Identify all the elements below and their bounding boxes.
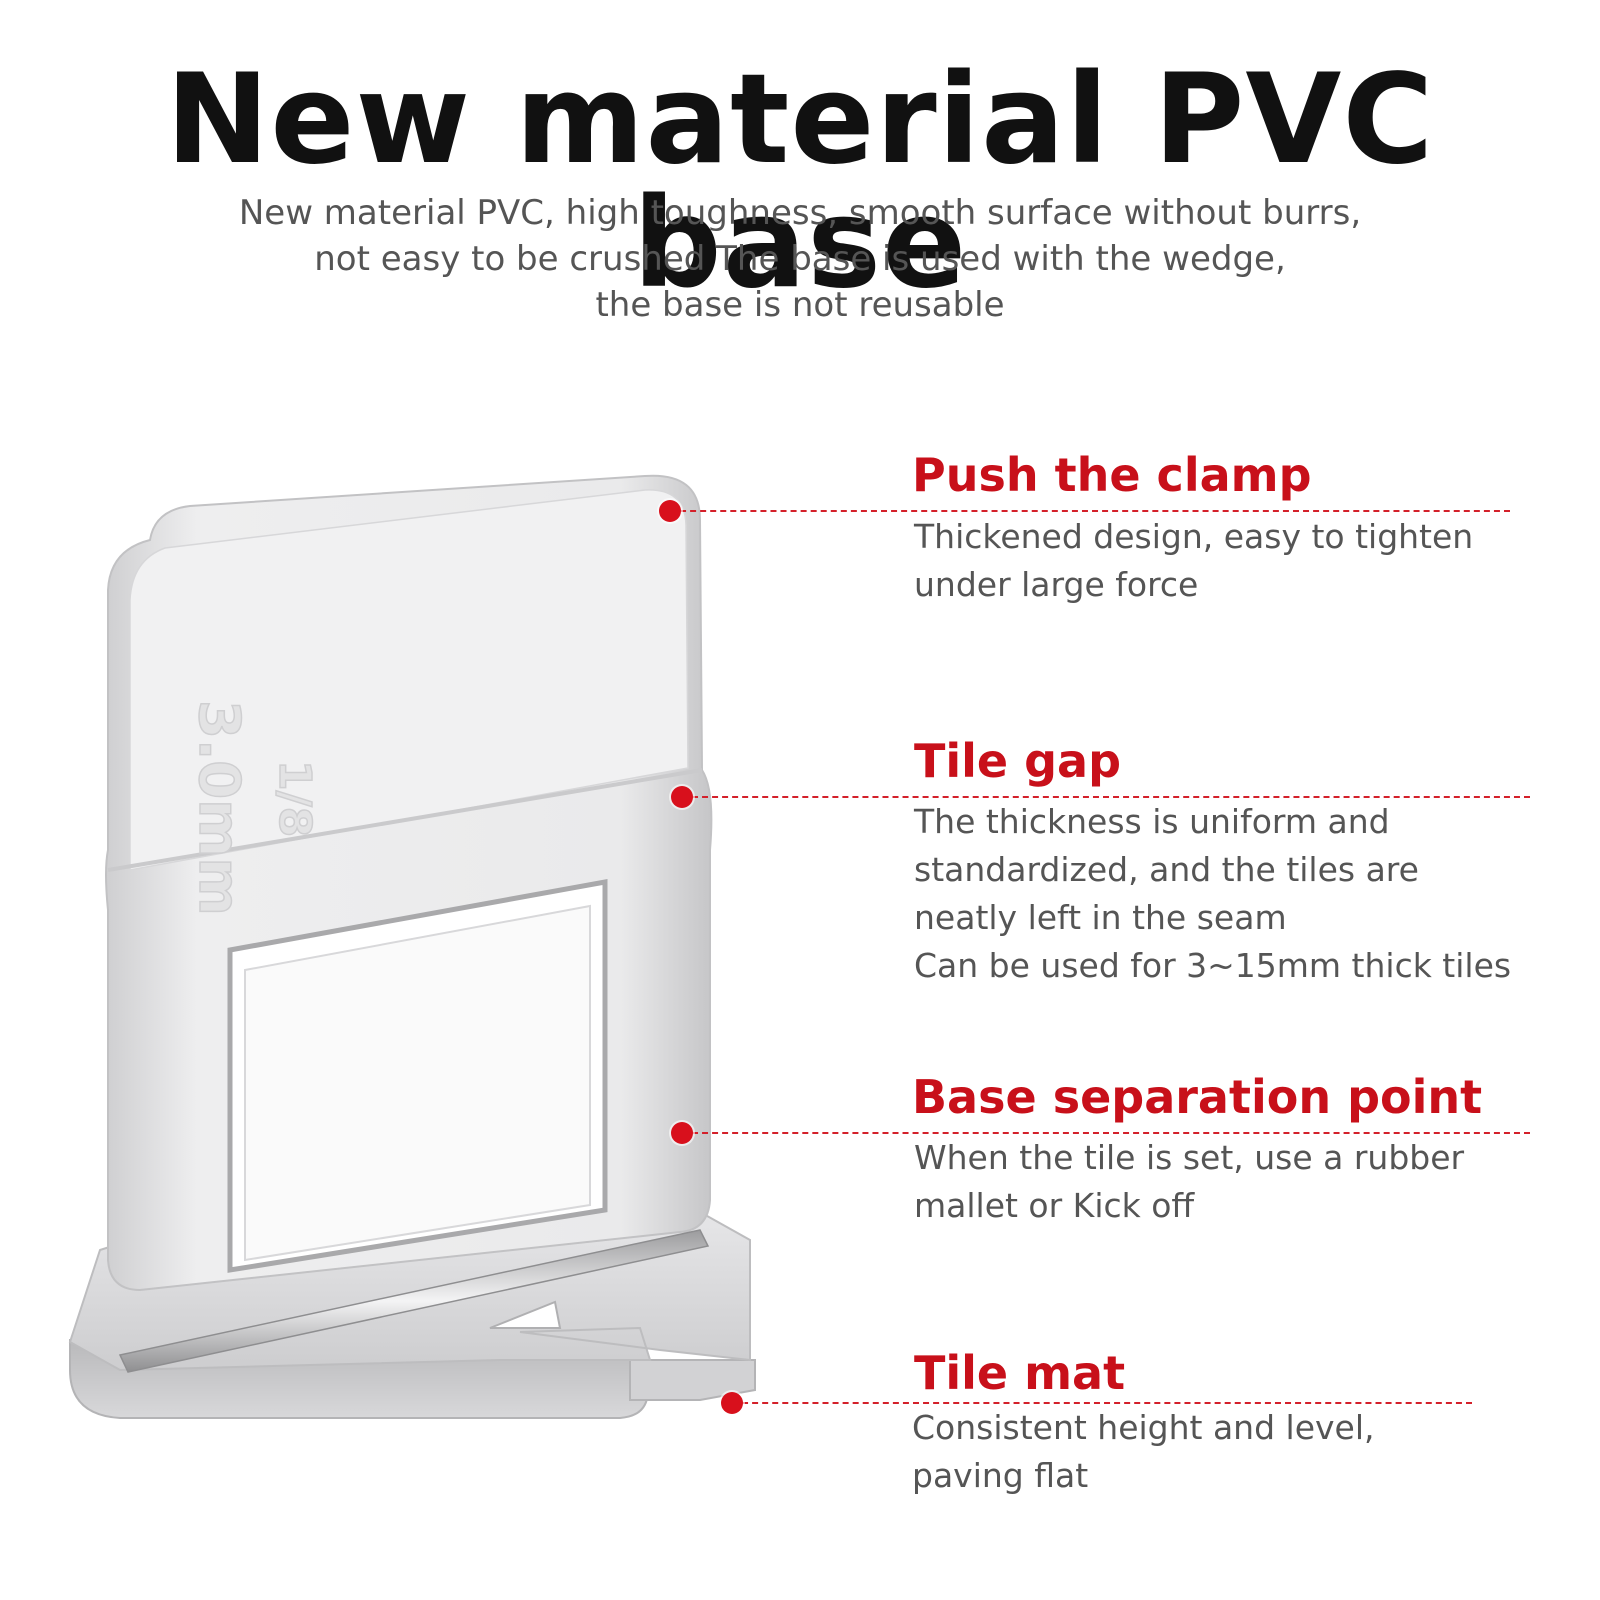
callout-desc-line: mallet or Kick off <box>914 1186 1195 1225</box>
imprint-size: 3.0mm <box>186 700 251 916</box>
page-subtitle: New material PVC, high toughness, smooth… <box>100 190 1500 328</box>
callout-dot-tile-mat <box>721 1392 743 1414</box>
callout-title-tile-gap: Tile gap <box>914 734 1122 788</box>
callout-dot-push-clamp <box>659 500 681 522</box>
callout-leader-tile-mat <box>732 1402 1472 1404</box>
subtitle-line: New material PVC, high toughness, smooth… <box>238 193 1362 233</box>
callout-desc-line: under large force <box>914 565 1199 604</box>
tile-gap-seam <box>107 768 703 872</box>
callout-dot-tile-gap <box>671 786 693 808</box>
callout-leader-base-separation <box>682 1132 1530 1134</box>
callout-desc-line: standardized, and the tiles are <box>914 850 1419 889</box>
imprint-fraction: 1/8 <box>269 760 320 837</box>
callout-desc-tile-gap: The thickness is uniform and standardize… <box>914 798 1554 990</box>
clip-plate-upper <box>129 489 689 871</box>
callout-desc-line: paving flat <box>912 1456 1089 1495</box>
callout-desc-line: Consistent height and level, <box>912 1408 1375 1447</box>
callout-title-tile-mat: Tile mat <box>914 1346 1126 1400</box>
separation-notch <box>489 1300 562 1329</box>
callout-desc-line: When the tile is set, use a rubber <box>914 1138 1465 1177</box>
callout-desc-line: Thickened design, easy to tighten <box>914 517 1474 556</box>
callout-desc-line: Can be used for 3~15mm thick tiles <box>914 946 1512 985</box>
callout-title-base-separation: Base separation point <box>912 1070 1483 1124</box>
callout-desc-push-clamp: Thickened design, easy to tighten under … <box>914 513 1554 609</box>
callout-desc-base-separation: When the tile is set, use a rubber malle… <box>914 1134 1554 1230</box>
callout-dot-base-separation <box>671 1122 693 1144</box>
callout-leader-push-clamp <box>670 510 1510 512</box>
page-title: New material PVC base <box>165 48 1435 316</box>
callout-title-push-clamp: Push the clamp <box>912 448 1312 502</box>
subtitle-line: not easy to be crushed The base is used … <box>314 239 1286 279</box>
callout-desc-tile-mat: Consistent height and level, paving flat <box>912 1404 1552 1500</box>
subtitle-line: the base is not reusable <box>595 285 1005 325</box>
clip-lower-bar <box>118 1229 710 1373</box>
tile-clip-illustration: 3.0mm 1/8 <box>68 474 756 1419</box>
clip-window-inner <box>244 904 591 1262</box>
callout-desc-line: neatly left in the seam <box>914 898 1287 937</box>
imprint-text: 3.0mm 1/8 <box>185 699 321 916</box>
callout-leader-tile-gap <box>682 796 1530 798</box>
callout-desc-line: The thickness is uniform and <box>914 802 1390 841</box>
